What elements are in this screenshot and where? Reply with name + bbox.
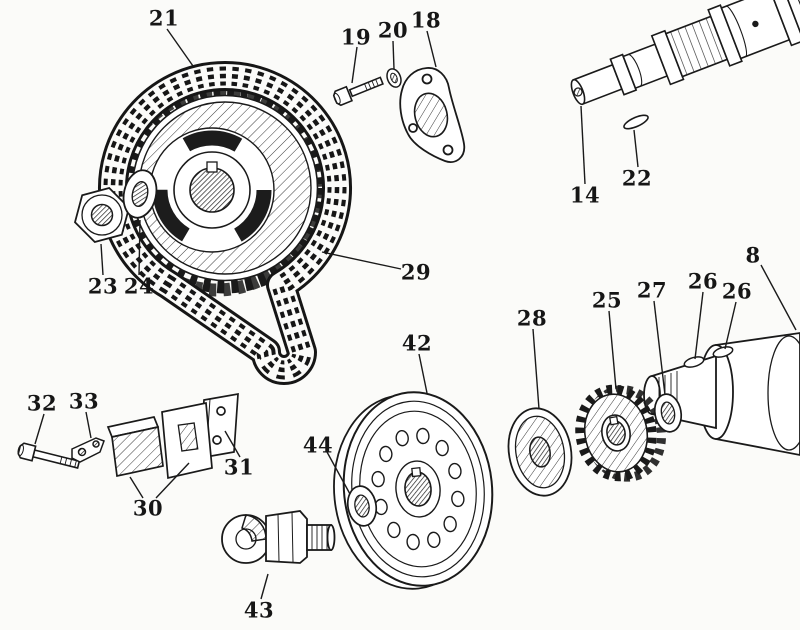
part-label-33: 33 [68,388,100,414]
leader-30-b [155,462,190,499]
part-label-25: 25 [591,287,623,313]
leader-33 [85,411,92,439]
woodruff-key-26-a [683,356,705,368]
leader-18 [426,30,437,68]
leader-21 [166,28,194,67]
hex-nut-23 [73,186,131,244]
woodruff-key-22 [623,114,649,130]
part-label-32: 32 [26,390,58,416]
part-label-23: 23 [87,273,119,299]
part-label-31: 31 [223,454,255,480]
washer-27 [653,393,683,433]
crankshaft-pulley [333,391,494,590]
part-label-20: 20 [377,17,409,43]
leader-25 [608,310,617,390]
leader-26-b [724,301,737,350]
oil-thrower-28 [507,407,573,497]
bolt-19 [332,76,384,107]
mounting-plate-18 [399,67,466,163]
part-label-26-b: 26 [721,278,753,304]
part-label-8: 8 [745,242,761,268]
leader-28 [532,328,540,410]
camshaft [570,0,800,106]
leader-43 [260,573,269,600]
part-label-22: 22 [621,165,653,191]
leader-22 [633,129,639,168]
part-label-18: 18 [410,7,442,33]
washer-44 [346,485,378,527]
leader-14 [580,105,586,185]
part-label-24: 24 [123,273,155,299]
part-label-28: 28 [516,305,548,331]
part-label-14: 14 [569,182,601,208]
chain-tensioner-assembly [106,401,213,480]
part-label-21: 21 [148,5,180,31]
leader-24 [138,219,141,276]
part-label-29: 29 [400,259,432,285]
leader-26-a [694,291,704,360]
lock-tab-33 [71,437,105,463]
part-label-26-a: 26 [687,268,719,294]
leader-29 [321,251,402,270]
part-label-19: 19 [340,24,372,50]
leader-8 [760,264,797,331]
leader-30-a [129,476,144,499]
washer-24 [122,169,158,219]
leader-20 [392,40,395,70]
bolt-32 [17,442,81,469]
leader-32 [34,413,45,445]
part-label-44: 44 [302,432,334,458]
part-label-43: 43 [243,597,275,623]
part-label-42: 42 [401,330,433,356]
starting-dog-nut [221,510,336,564]
leader-19 [351,46,358,84]
leader-23 [100,243,104,276]
timing-sprocket [111,82,331,297]
woodruff-key-26-b [712,346,734,358]
part-label-27: 27 [636,277,668,303]
leader-42 [418,353,428,394]
part-label-30: 30 [132,495,164,521]
leader-lines [34,28,797,600]
washer-20 [386,68,402,88]
leader-44 [326,451,351,495]
leader-31 [224,430,241,458]
leader-27 [653,300,666,396]
timing-chain [98,61,352,385]
